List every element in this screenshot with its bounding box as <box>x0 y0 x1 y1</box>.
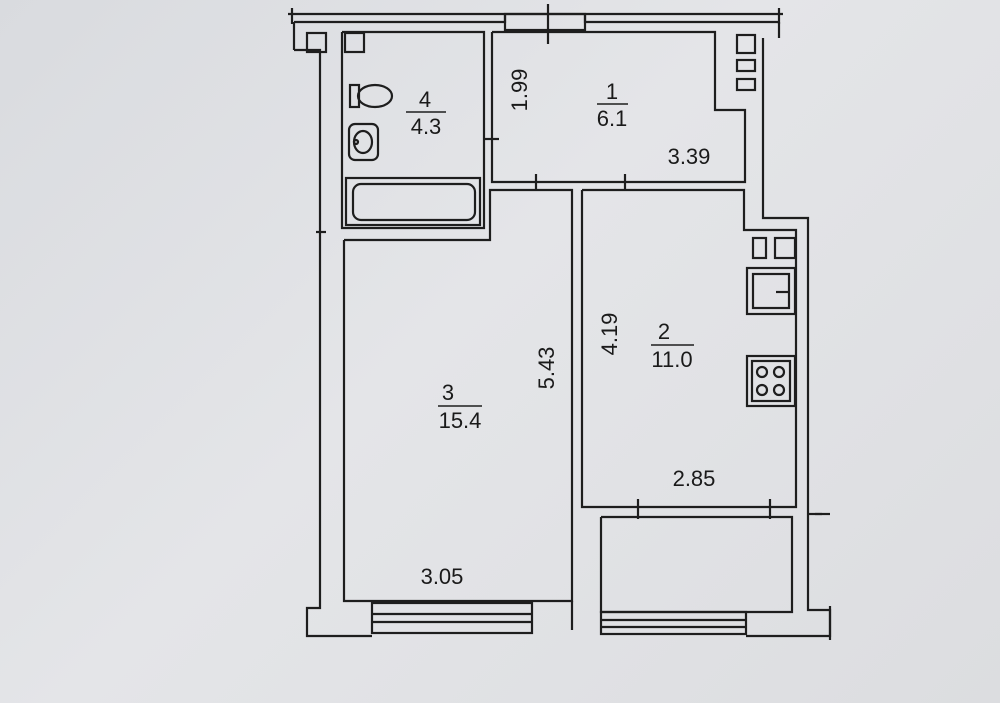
room-2-number: 2 <box>658 319 670 344</box>
windows <box>370 12 748 636</box>
window-top <box>503 12 587 32</box>
vent-shaft-4 <box>735 58 757 73</box>
vent-shaft-5 <box>735 77 757 92</box>
window-living <box>370 601 534 635</box>
kitchen-fixtures <box>745 266 797 408</box>
room-4-number: 4 <box>419 87 431 112</box>
bathroom-fixtures <box>344 83 482 227</box>
room-2-area: 11.0 <box>651 347 692 372</box>
room-3-number: 3 <box>442 380 454 405</box>
vent-shafts <box>305 31 797 260</box>
dim-kitchen-height: 4.19 <box>597 313 622 356</box>
inner-walls <box>340 30 822 630</box>
room-3-area: 15.4 <box>439 408 482 433</box>
vent-shaft-2 <box>343 31 366 54</box>
window-balcony <box>599 610 748 636</box>
room-4-area: 4.3 <box>411 114 442 139</box>
vent-shaft-3 <box>735 33 757 55</box>
room-1-number: 1 <box>606 79 618 104</box>
vent-shaft-7 <box>773 236 797 260</box>
toilet-icon <box>348 83 394 109</box>
dim-living-height: 5.43 <box>534 347 559 390</box>
kitchen-sink-icon <box>745 266 797 316</box>
sink-icon <box>347 122 380 162</box>
stove-icon <box>745 354 797 408</box>
bathtub-icon <box>344 176 482 227</box>
room-1-area: 6.1 <box>597 106 628 131</box>
top-dimension-line <box>288 4 783 44</box>
dim-hall-height: 1.99 <box>507 69 532 112</box>
dim-kitchen-width: 2.85 <box>673 466 716 491</box>
dimension-labels: 1.99 3.39 4.19 2.85 5.43 3.05 <box>421 69 716 589</box>
dim-living-width: 3.05 <box>421 564 464 589</box>
vent-shaft-1 <box>305 31 328 54</box>
vent-shaft-6 <box>751 236 768 260</box>
label-underlines <box>406 103 694 407</box>
room-labels: 4 4.3 1 6.1 2 11.0 3 15.4 <box>411 79 693 433</box>
dim-hall-width: 3.39 <box>668 144 711 169</box>
